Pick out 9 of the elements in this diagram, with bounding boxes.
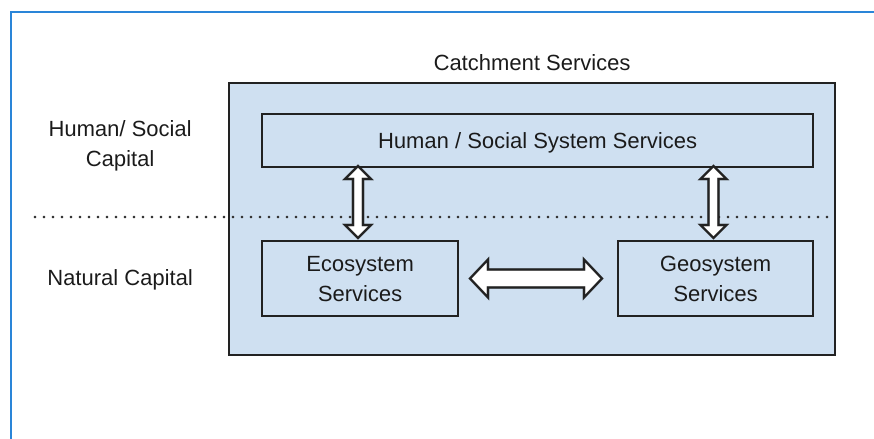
panel-heading: Catchment Services — [432, 49, 632, 77]
service-box: Human / Social System Services — [261, 113, 814, 168]
double-arrow — [342, 164, 374, 240]
double-arrow — [697, 164, 730, 240]
service-box: Ecosystem Services — [261, 240, 459, 317]
service-box: Geosystem Services — [617, 240, 814, 317]
double-arrow — [468, 256, 604, 301]
capital-label: Human/ Social Capital — [47, 115, 193, 173]
capital-label: Natural Capital — [46, 264, 194, 292]
